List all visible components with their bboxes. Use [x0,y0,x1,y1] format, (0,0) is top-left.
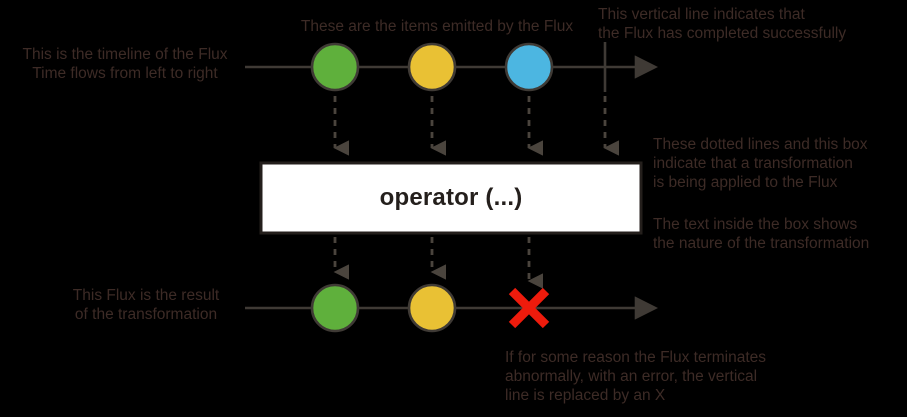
annotation-result: This Flux is the result of the transform… [72,287,220,323]
annotation-completion: This vertical line indicates that the Fl… [598,6,847,42]
annotation-items: These are the items emitted by the Flux [300,18,574,35]
annotation-timeline: This is the timeline of the Flux Time fl… [22,46,228,82]
marble-blue-source [504,42,554,92]
marble-yellow-result [407,283,457,333]
dashed-arrows-out-group [333,237,543,289]
source-flux-group [245,42,659,92]
marble-yellow-source [407,42,457,92]
annotation-box-text: The text inside the box shows the nature… [653,216,870,252]
annotation-transformation: These dotted lines and this box indicate… [653,136,868,191]
operator-label: operator (...) [379,184,523,211]
error-x-mark [508,287,550,329]
marble-green-result [310,283,360,333]
marble-green-source [310,42,360,92]
operator-box[interactable] [259,161,643,235]
dashed-arrows-in-group [333,96,619,156]
annotation-error: If for some reason the Flux terminates a… [505,349,767,404]
result-flux-group [245,283,659,333]
